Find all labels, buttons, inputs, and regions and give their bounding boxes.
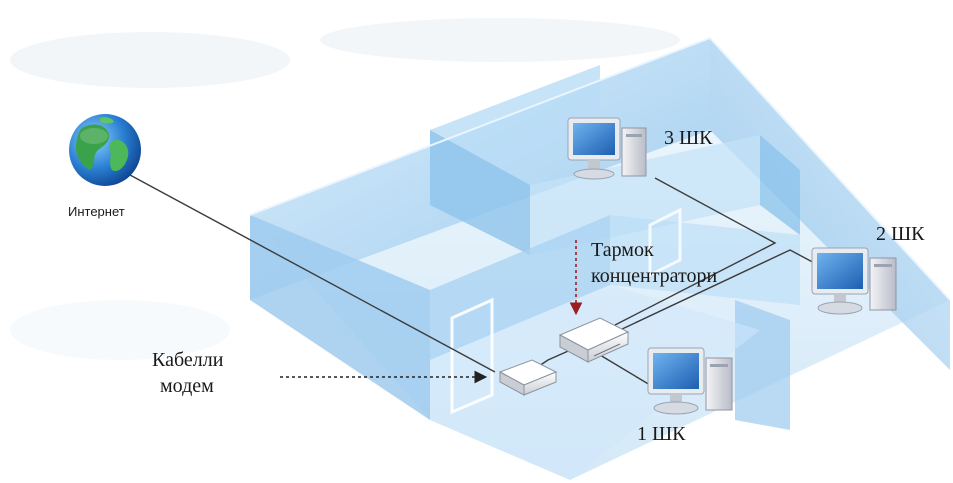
interior-wall-right [760,135,800,235]
interior-wall-room3-side [430,130,530,255]
internet-label: Интернет [68,204,125,219]
hub-label-line1: Тармок [591,239,654,261]
globe-icon [69,114,141,186]
cable-modem-icon [498,359,558,396]
background-decoration [10,18,680,360]
front-glass-panel [430,285,760,480]
cable-hub-to-pc3 [614,177,777,326]
pc-2-desktop-computer-icon [811,247,897,315]
front-partition-wall [430,215,610,360]
door-frame-right [648,207,682,278]
door-frame [450,297,494,415]
front-right-partition [735,300,790,430]
pc-3-label: 3 ШК [664,127,713,149]
network-hub-icon [558,317,630,363]
cable-hub-to-pc1 [599,354,651,386]
pc-2-label: 2 ШК [876,223,925,245]
interior-wall-right-room [610,215,800,305]
building-edge [249,36,951,301]
modem-label-line1: Кабелли [152,349,224,371]
modem-label-line2: модем [160,375,214,397]
pc-1-label: 1 ШК [637,423,686,445]
pc-1-desktop-computer-icon [647,347,733,415]
outer-wall-left [250,215,430,420]
hub-label-line2: концентратори [591,265,718,287]
cable-internet-to-modem [129,174,496,373]
pc-3-desktop-computer-icon [567,117,647,180]
